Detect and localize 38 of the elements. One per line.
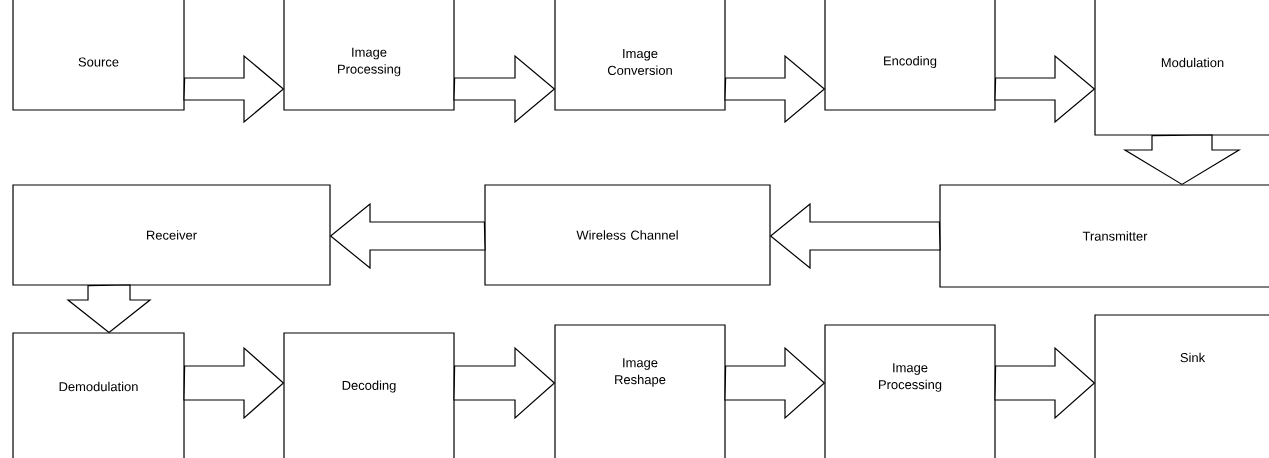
process-box — [824, 0, 996, 111]
box-label: Encoding — [884, 55, 937, 69]
process-box — [939, 184, 1269, 288]
process-box — [12, 184, 331, 286]
process-box — [554, 324, 726, 458]
block-arrow — [453, 54, 556, 124]
process-box — [554, 0, 726, 111]
box-label: Transmitter — [1082, 231, 1148, 241]
block-arrow — [994, 54, 1096, 124]
process-box — [283, 0, 455, 111]
box-label: Image Conversion — [607, 49, 672, 75]
box-label: Decoding — [342, 380, 396, 393]
box-label: Modulation — [1161, 57, 1224, 68]
box-label: Source — [78, 57, 119, 67]
box-label: Receiver — [147, 230, 197, 240]
box-label: Sink — [1180, 352, 1206, 363]
block-arrow — [724, 346, 826, 420]
block-arrow — [329, 202, 486, 270]
box-label: Image Processing — [338, 47, 401, 77]
process-box — [824, 324, 996, 458]
box-label: Demodulation — [59, 381, 138, 392]
block-arrow — [724, 54, 826, 124]
box-label: Image Reshape — [615, 358, 666, 387]
process-box — [1094, 314, 1269, 458]
block-arrow — [183, 54, 285, 124]
block-arrow — [1122, 134, 1242, 186]
box-label: Wireless Channel — [576, 230, 678, 240]
block-arrow — [453, 346, 556, 420]
process-box — [12, 0, 185, 111]
process-box — [12, 332, 185, 458]
process-box — [283, 332, 455, 458]
block-arrow — [183, 346, 285, 420]
block-arrow — [769, 202, 941, 270]
block-arrow — [66, 284, 152, 334]
process-box — [484, 184, 771, 286]
box-label: Image Processing — [879, 363, 942, 392]
block-arrow — [994, 346, 1096, 420]
process-box — [1094, 0, 1269, 136]
